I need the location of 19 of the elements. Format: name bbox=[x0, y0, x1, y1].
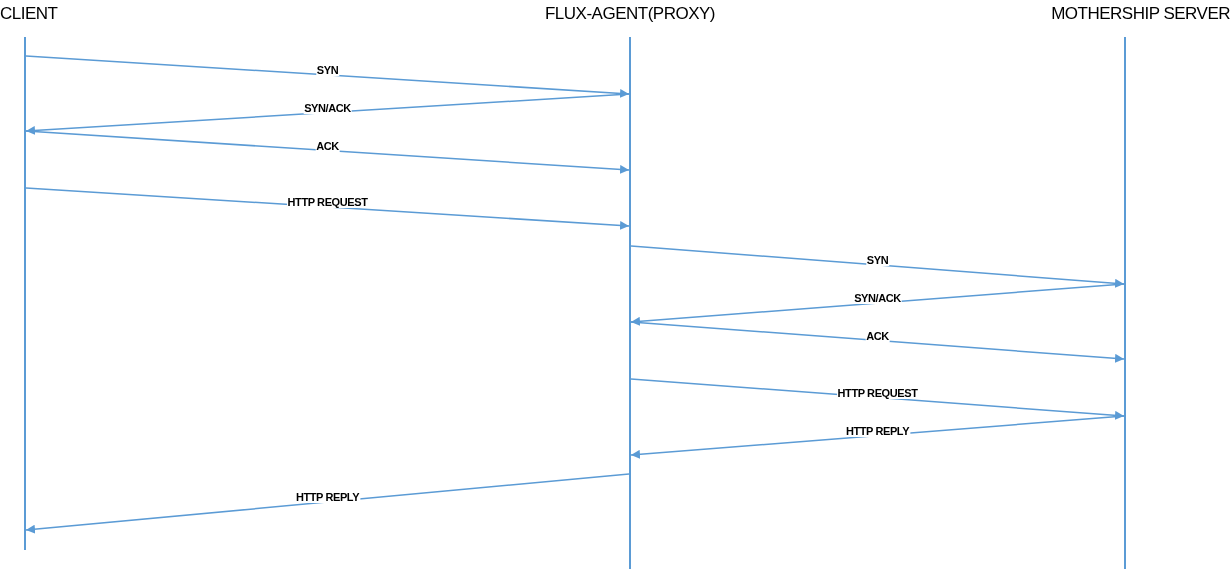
participant-label: MOTHERSHIP SERVER bbox=[1051, 4, 1230, 24]
edge-label: HTTP REQUEST bbox=[286, 196, 369, 208]
edge-label: SYN/ACK bbox=[303, 101, 352, 114]
edge-label: ACK bbox=[865, 329, 890, 342]
edge-label: SYN bbox=[865, 254, 890, 266]
arrow bbox=[630, 321, 1125, 363]
edge-label: SYN bbox=[315, 64, 340, 76]
edge-label: ACK bbox=[315, 139, 340, 152]
arrow bbox=[630, 415, 1125, 459]
edge-label: HTTP REPLY bbox=[844, 424, 911, 437]
edge-label: SYN/ACK bbox=[853, 292, 902, 304]
arrow bbox=[630, 283, 1125, 326]
participant-label: FLUX-AGENT(PROXY) bbox=[545, 4, 715, 24]
edge-label: HTTP REPLY bbox=[294, 491, 361, 503]
participant-label: CLIENT bbox=[0, 4, 58, 24]
arrow bbox=[25, 187, 630, 230]
arrow bbox=[25, 473, 630, 534]
arrow bbox=[25, 130, 630, 174]
edge-label: HTTP REQUEST bbox=[836, 386, 919, 399]
